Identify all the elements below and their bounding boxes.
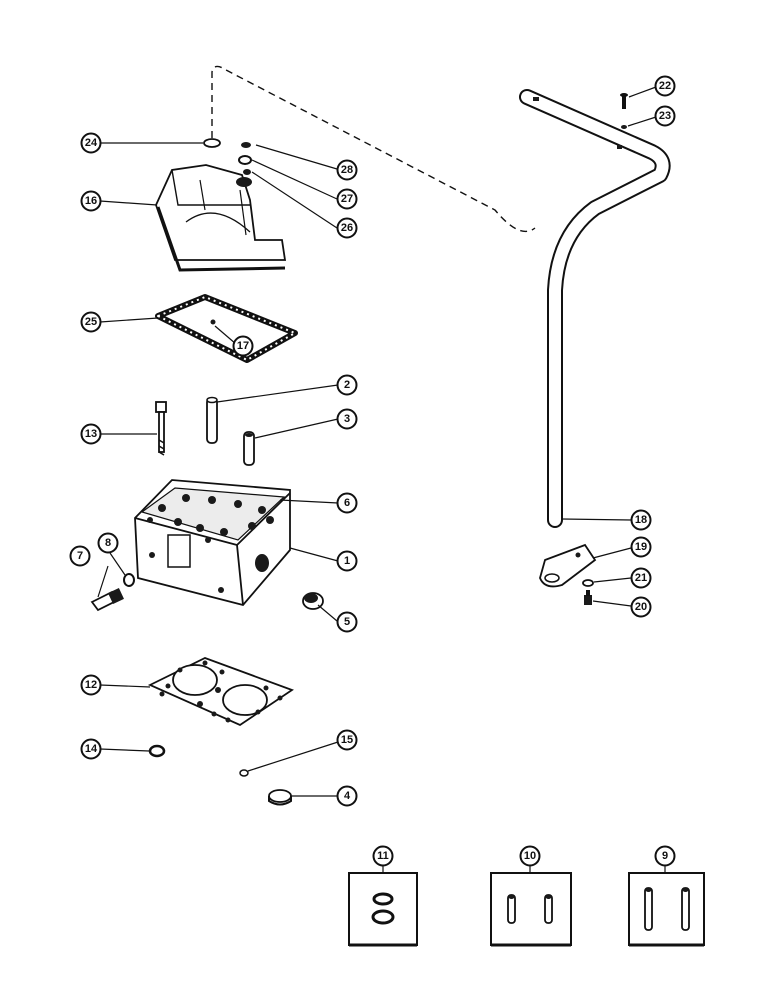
callout-18: 18 bbox=[630, 509, 652, 531]
tube-bracket bbox=[539, 543, 597, 588]
callout-2: 2 bbox=[336, 374, 358, 396]
svg-text:13: 13 bbox=[85, 428, 97, 440]
svg-text:21: 21 bbox=[635, 572, 647, 584]
svg-text:11: 11 bbox=[377, 850, 389, 862]
svg-text:4: 4 bbox=[344, 790, 351, 802]
cover-gasket bbox=[155, 294, 298, 363]
callout-16: 16 bbox=[80, 190, 102, 212]
callout-4: 4 bbox=[336, 785, 358, 807]
kit-9-valve-guide-icon bbox=[644, 887, 690, 931]
screw-22 bbox=[620, 93, 628, 109]
svg-text:23: 23 bbox=[659, 110, 671, 122]
callout-24: 24 bbox=[80, 132, 102, 154]
washer-23 bbox=[621, 125, 627, 129]
seat-insert-4 bbox=[268, 789, 292, 806]
callout-12: 12 bbox=[80, 674, 102, 696]
fitting-7 bbox=[90, 588, 124, 612]
svg-text:12: 12 bbox=[85, 679, 97, 691]
svg-text:27: 27 bbox=[341, 193, 353, 205]
svg-text:14: 14 bbox=[85, 743, 98, 755]
callout-8: 8 bbox=[97, 532, 119, 554]
svg-text:7: 7 bbox=[77, 550, 83, 562]
callout-25: 25 bbox=[80, 311, 102, 333]
callout-3: 3 bbox=[336, 408, 358, 430]
callout-21: 21 bbox=[630, 567, 652, 589]
breather-tube bbox=[519, 89, 671, 528]
callout-6: 6 bbox=[336, 492, 358, 514]
o-ring-8 bbox=[123, 573, 135, 587]
kit-10-valve-guide-icon bbox=[507, 894, 553, 924]
callout-1: 1 bbox=[336, 550, 358, 572]
svg-text:15: 15 bbox=[341, 734, 353, 746]
callout-20: 20 bbox=[630, 596, 652, 618]
svg-text:24: 24 bbox=[85, 137, 98, 149]
cylinder-head bbox=[134, 479, 291, 607]
washer-24 bbox=[203, 138, 221, 148]
o-ring-15 bbox=[239, 769, 249, 777]
callout-13: 13 bbox=[80, 423, 102, 445]
valve-guide-3 bbox=[243, 431, 255, 466]
callout-7: 7 bbox=[69, 545, 91, 567]
leader-lines bbox=[97, 86, 657, 797]
washer-26 bbox=[243, 169, 251, 175]
breather-dashed-line bbox=[211, 65, 536, 233]
svg-text:28: 28 bbox=[341, 164, 353, 176]
valve-guide-2 bbox=[206, 396, 218, 444]
svg-text:2: 2 bbox=[344, 379, 350, 391]
svg-text:26: 26 bbox=[341, 222, 353, 234]
capscrew-20 bbox=[584, 590, 592, 605]
svg-text:9: 9 bbox=[662, 850, 668, 862]
svg-text:5: 5 bbox=[344, 616, 350, 628]
callout-27: 27 bbox=[336, 188, 358, 210]
callout-17: 17 bbox=[232, 335, 254, 357]
svg-text:1: 1 bbox=[344, 555, 350, 567]
washer-21 bbox=[582, 579, 594, 587]
washer-14 bbox=[148, 744, 166, 758]
grommet-27 bbox=[238, 155, 252, 165]
valve-cover bbox=[155, 164, 287, 272]
callout-22: 22 bbox=[654, 75, 676, 97]
nut-28 bbox=[241, 142, 251, 148]
svg-text:20: 20 bbox=[635, 601, 647, 613]
svg-text:17: 17 bbox=[237, 340, 249, 352]
callout-19: 19 bbox=[630, 536, 652, 558]
callout-26: 26 bbox=[336, 217, 358, 239]
head-gasket bbox=[147, 657, 294, 727]
callout-14: 14 bbox=[80, 738, 102, 760]
svg-text:18: 18 bbox=[635, 514, 647, 526]
svg-text:19: 19 bbox=[635, 541, 647, 553]
kit-11-seat-insert-icon bbox=[371, 892, 395, 925]
svg-text:16: 16 bbox=[85, 195, 97, 207]
callout-23: 23 bbox=[654, 105, 676, 127]
head-bolt bbox=[155, 401, 167, 456]
svg-text:3: 3 bbox=[344, 413, 350, 425]
callout-5: 5 bbox=[336, 611, 358, 633]
kit-11: 11 bbox=[348, 845, 418, 947]
svg-text:6: 6 bbox=[344, 497, 350, 509]
svg-text:10: 10 bbox=[524, 850, 536, 862]
kit-9: 9 bbox=[628, 845, 705, 947]
svg-text:25: 25 bbox=[85, 316, 97, 328]
svg-text:8: 8 bbox=[105, 537, 111, 549]
callout-15: 15 bbox=[336, 729, 358, 751]
kit-10: 10 bbox=[490, 845, 572, 947]
svg-text:22: 22 bbox=[659, 80, 671, 92]
callout-28: 28 bbox=[336, 159, 358, 181]
